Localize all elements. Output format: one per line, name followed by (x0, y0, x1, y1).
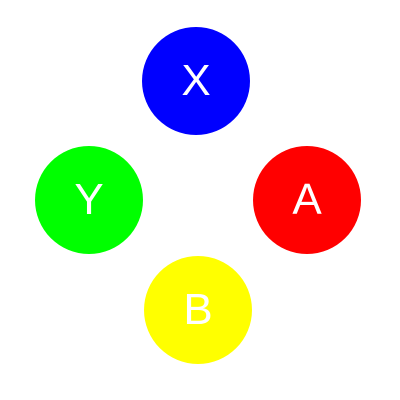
y-button-label: Y (74, 175, 104, 224)
b-button[interactable]: B (144, 256, 252, 364)
a-button-label: A (292, 175, 322, 224)
x-button[interactable]: X (142, 27, 250, 135)
y-button[interactable]: Y (35, 146, 143, 254)
b-button-label: B (183, 285, 213, 334)
a-button[interactable]: A (253, 146, 361, 254)
x-button-label: X (181, 56, 211, 105)
